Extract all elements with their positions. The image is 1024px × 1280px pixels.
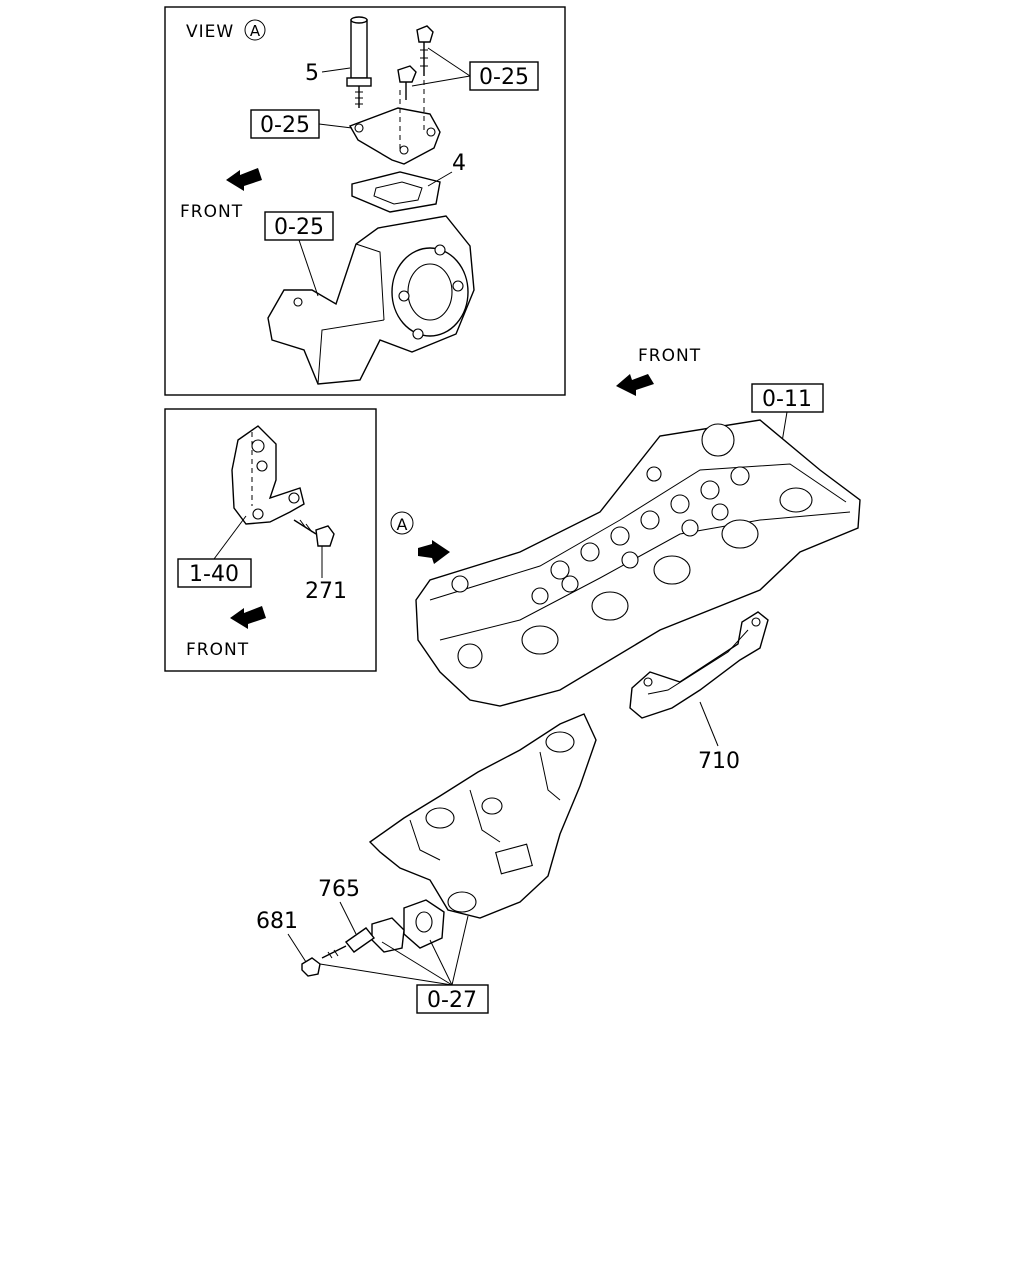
view-a-label: VIEW [186,22,234,42]
leader-710 [699,701,719,747]
nut-681 [301,957,321,977]
part-number-5: 5 [305,61,319,86]
front-arrow-inset-a [226,168,262,191]
leader-765 [339,901,357,935]
callout-0-27: 0-27 [319,915,489,1014]
part-number-271: 271 [305,579,347,604]
inset-view-a: VIEW A 5 [164,6,566,396]
gasket-plate [371,917,405,953]
callout-0-25-right: 0-25 [411,47,539,91]
flange-bolts [397,25,434,100]
part-number-765: 765 [318,877,360,902]
front-label-main: FRONT [638,346,701,366]
front-arrow-inset-b [230,606,266,629]
part-number-710: 710 [698,749,740,774]
leader-681 [287,933,307,963]
outlet-gasket [403,899,445,949]
svg-text:A: A [397,515,408,534]
front-arrow-main [616,374,654,396]
main-view: FRONT 0-11 A [256,346,861,1014]
svg-text:0-25: 0-25 [479,65,529,90]
flange-plate [348,80,441,165]
front-label-inset-b: FRONT [186,640,249,660]
inset-b-frame [164,408,377,672]
exhaust-manifold [368,713,597,919]
svg-text:0-27: 0-27 [427,988,477,1013]
callout-1-40: 1-40 [177,515,252,588]
leader-5 [321,67,351,73]
bracket-part [231,425,305,525]
front-label-inset-a: FRONT [180,202,243,222]
view-a-marker-circle [244,19,266,41]
part-number-4: 4 [452,151,466,176]
view-a-marker-letter: A [250,22,261,40]
manifold-outlet-housing [267,215,475,385]
view-a-indicator: A [390,511,450,564]
inset-a-frame [164,6,566,396]
stud-765 [321,927,376,959]
heat-shield-710 [629,611,769,719]
part-number-681: 681 [256,909,298,934]
callout-0-25-lower: 0-25 [264,211,334,297]
svg-text:0-25: 0-25 [274,215,324,240]
bolt-271 [293,519,335,547]
callout-0-11: 0-11 [751,383,824,467]
leader-4 [427,171,453,187]
cylinder-head [415,419,861,707]
inset-view-b: 271 1-40 FRONT [164,408,377,672]
stud-bolt-5 [346,16,372,108]
callout-0-25-left: 0-25 [250,109,353,139]
svg-text:0-11: 0-11 [762,387,812,412]
svg-text:1-40: 1-40 [189,562,239,587]
gasket-4 [351,171,441,213]
svg-text:0-25: 0-25 [260,113,310,138]
